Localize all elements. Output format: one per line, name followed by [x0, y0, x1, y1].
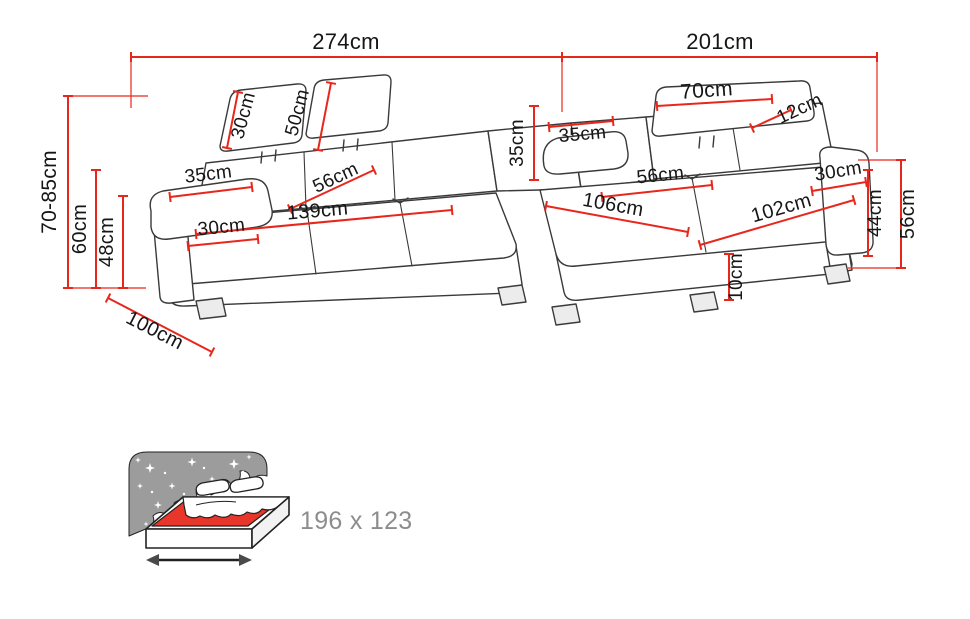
dim-label: 274cm: [312, 29, 380, 54]
leg: [823, 263, 851, 285]
dim-line: [544, 200, 690, 238]
dim-label: 10cm: [726, 253, 747, 301]
armrest-left-body: [153, 229, 195, 304]
dim-line: [286, 165, 378, 214]
dim-line: [697, 194, 857, 251]
back-seam-left-2: [391, 141, 396, 201]
width-arrow: [146, 554, 252, 566]
headrest-stems: [260, 135, 715, 164]
stars: [135, 454, 252, 527]
star-dot: [182, 492, 186, 496]
dim-backrest-height-right: 56cm: [848, 159, 919, 269]
dim-chaise-seat-depth: 56cm: [600, 163, 714, 203]
dim-line: [810, 176, 868, 197]
arrow-head-right: [239, 554, 252, 566]
bed-pillow: [195, 479, 230, 496]
dim-seat-width-left: 139cm: [194, 197, 454, 240]
dim-label: 139cm: [286, 197, 349, 224]
dim-overall-height: 70-85cm: [38, 95, 148, 289]
star-dot: [163, 471, 167, 475]
sofa-drawing: [149, 74, 874, 326]
headrest-left-2: [305, 74, 392, 139]
leg: [497, 284, 527, 306]
bed-front-face: [145, 528, 253, 549]
dim-label: 35cm: [507, 119, 528, 167]
dim-line: [168, 181, 254, 203]
sleeping-function-icon: [128, 451, 290, 566]
dim-line: [655, 93, 774, 112]
dim-label: 70-85cm: [38, 150, 61, 234]
dim-line: [312, 81, 337, 152]
dim-corner-backrest-height: 35cm: [507, 105, 539, 181]
dim-leg-height: 10cm: [724, 253, 747, 301]
dim-line: [748, 105, 795, 133]
bed-duvet-fold: [195, 500, 237, 506]
dim-label: 35cm: [558, 122, 607, 147]
star-dot: [150, 490, 154, 494]
dim-line: [194, 204, 454, 240]
corner-pillow: [542, 131, 629, 175]
dim-label: 100cm: [122, 307, 187, 355]
sleeping-area-size-label: 196 x 123: [300, 507, 413, 535]
dim-label: 60cm: [69, 204, 91, 254]
dim-line: [221, 90, 244, 150]
dim-headrest-width-right: 70cm: [655, 77, 774, 112]
dim-label: 56cm: [636, 163, 686, 189]
sofa-legs: [195, 263, 851, 326]
bed-right-face: [251, 496, 290, 549]
dim-line: [547, 115, 615, 133]
dim-armrest-depth-left: 30cm: [186, 215, 260, 252]
dim-label: 44cm: [865, 189, 886, 237]
dim-overall-width-left: 274cm: [130, 29, 563, 112]
star-dot: [241, 470, 245, 474]
dim-armrest-height: 60cm: [69, 169, 101, 289]
dim-label: 201cm: [686, 29, 754, 54]
dim-label: 30cm: [197, 215, 247, 241]
dim-label: 56cm: [897, 189, 919, 239]
dim-label: 48cm: [96, 217, 118, 267]
star-dot: [202, 466, 206, 470]
dim-line: [186, 233, 260, 252]
dim-sofa-depth: 100cm: [104, 293, 216, 357]
dim-chaise-side-height: 44cm: [863, 169, 886, 257]
dim-line: [600, 179, 714, 203]
dim-seat-height: 48cm: [96, 195, 128, 289]
leg: [195, 297, 227, 320]
dim-line: [104, 293, 216, 357]
arrow-head-left: [146, 554, 159, 566]
bed-pillow: [229, 476, 264, 493]
dim-corner-pillow-width: 35cm: [547, 115, 615, 147]
leg: [689, 291, 719, 313]
dim-label: 70cm: [680, 77, 734, 104]
dim-overall-width-right: 201cm: [562, 29, 878, 152]
leg: [551, 303, 581, 326]
